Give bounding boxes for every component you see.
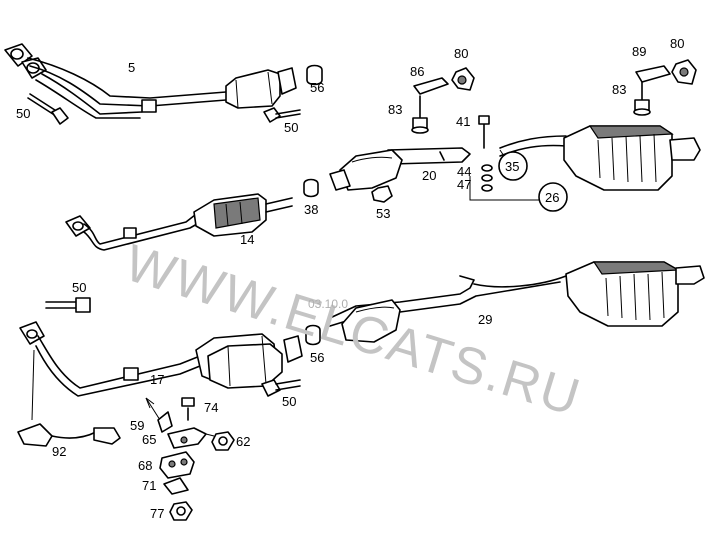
label-part-80-b: 80 bbox=[670, 36, 684, 51]
label-part-59: 59 bbox=[130, 418, 144, 433]
rear-hangers-top bbox=[411, 59, 697, 134]
label-part-74: 74 bbox=[204, 400, 218, 415]
label-part-35: 35 bbox=[505, 159, 519, 174]
part-labels: 5 50 56 50 80 86 83 41 89 80 83 35 20 44… bbox=[16, 36, 684, 521]
label-part-50-d: 50 bbox=[282, 394, 296, 409]
label-part-92: 92 bbox=[52, 444, 66, 459]
label-part-68: 68 bbox=[138, 458, 152, 473]
label-part-65: 65 bbox=[142, 432, 156, 447]
rear-section-top bbox=[303, 115, 701, 203]
label-part-17: 17 bbox=[150, 372, 164, 387]
label-part-50-c: 50 bbox=[72, 280, 86, 295]
label-part-50-b: 50 bbox=[284, 120, 298, 135]
label-part-89: 89 bbox=[632, 44, 646, 59]
label-part-77: 77 bbox=[150, 506, 164, 521]
label-part-56-a: 56 bbox=[310, 80, 324, 95]
callout-circle-35 bbox=[498, 151, 528, 181]
label-part-71: 71 bbox=[142, 478, 156, 493]
front-pipe-5 bbox=[4, 43, 323, 125]
label-part-83-a: 83 bbox=[388, 102, 402, 117]
label-part-47: 47 bbox=[457, 177, 471, 192]
label-part-50-a: 50 bbox=[16, 106, 30, 121]
front-pipe-17 bbox=[17, 297, 321, 447]
watermark-date: 03.10.0 bbox=[308, 297, 348, 311]
mounting-hardware bbox=[157, 397, 235, 521]
front-pipe-14 bbox=[65, 193, 293, 251]
label-part-14: 14 bbox=[240, 232, 254, 247]
label-part-20: 20 bbox=[422, 168, 436, 183]
label-part-26: 26 bbox=[545, 190, 559, 205]
label-part-56-b: 56 bbox=[310, 350, 324, 365]
label-part-41: 41 bbox=[456, 114, 470, 129]
label-part-38: 38 bbox=[304, 202, 318, 217]
callout-circle-26 bbox=[538, 182, 568, 212]
label-part-86: 86 bbox=[410, 64, 424, 79]
label-part-44: 44 bbox=[457, 164, 471, 179]
label-part-83-b: 83 bbox=[612, 82, 626, 97]
label-part-5: 5 bbox=[128, 60, 135, 75]
label-part-62: 62 bbox=[236, 434, 250, 449]
label-part-80-a: 80 bbox=[454, 46, 468, 61]
label-part-53: 53 bbox=[376, 206, 390, 221]
rear-section-29 bbox=[329, 261, 705, 343]
label-part-29: 29 bbox=[478, 312, 492, 327]
